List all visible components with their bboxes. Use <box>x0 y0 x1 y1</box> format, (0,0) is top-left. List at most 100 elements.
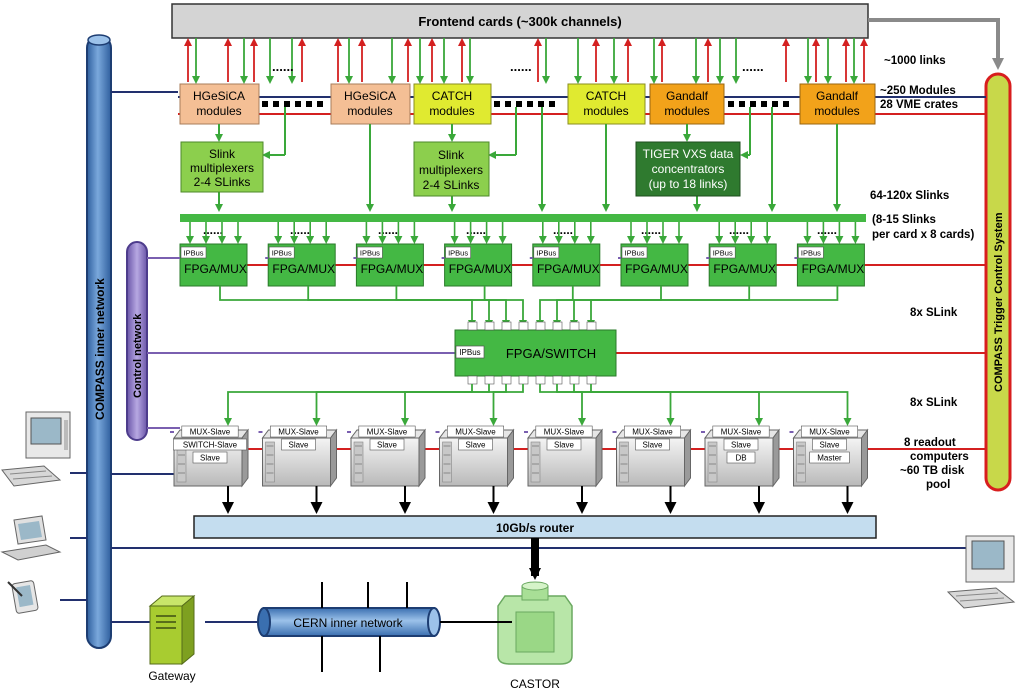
server-tag: Slave <box>288 441 309 450</box>
switch-server-link <box>539 384 586 426</box>
server-tag: Slave <box>642 441 663 450</box>
tiger-vxs-concentrator: TIGER VXS data concentrators (up to 18 l… <box>635 141 741 197</box>
bus-dots-8: ...... <box>817 223 837 237</box>
per-card-annotation-1: (8-15 Slinks <box>872 214 936 226</box>
mux-label: FPGA/MUX <box>625 262 688 276</box>
mux-label: FPGA/MUX <box>713 262 776 276</box>
concentrator-label: 2-4 SLinks <box>423 178 480 192</box>
inner-network-pipe: COMPASS inner network <box>86 34 112 649</box>
slink-annotation-2: 8x SLink <box>910 397 958 409</box>
bus-dots-2: ...... <box>290 223 310 237</box>
switch-port <box>467 321 478 331</box>
readout-annotation-1: 8 readout <box>904 437 956 449</box>
module-label: modules <box>347 104 392 118</box>
mux-ipbus-label: IPBus <box>713 249 733 258</box>
castor-storage: CASTOR <box>497 581 573 691</box>
bus-to-mux-links <box>186 222 860 244</box>
server-tag: Slave <box>731 441 752 450</box>
slink-annotation-1: 8x SLink <box>910 307 958 319</box>
server-tag: MUX-Slave <box>721 428 762 437</box>
gateway-tower: Gateway <box>148 594 196 683</box>
mux-ipbus-label: IPBus <box>448 249 468 258</box>
concentrator-label: concentrators <box>652 162 725 176</box>
dots-3: ...... <box>742 59 764 74</box>
fpga-mux-cards: IPBusFPGA/MUXIPBusFPGA/MUXIPBusFPGA/MUXI… <box>177 243 865 287</box>
switch-port <box>484 375 495 385</box>
concentrator-label: 2-4 SLinks <box>194 175 251 189</box>
bus-dots-1: ...... <box>203 223 223 237</box>
server-tag: Slave <box>465 441 486 450</box>
switch-port <box>518 375 529 385</box>
server-tag: MUX-Slave <box>455 428 496 437</box>
mux-label: FPGA/MUX <box>361 262 424 276</box>
server-tag: MUX-Slave <box>278 428 319 437</box>
switch-label: FPGA/SWITCH <box>506 346 596 361</box>
frontend-module-links <box>184 38 868 84</box>
mux-label: FPGA/MUX <box>802 262 865 276</box>
per-card-annotation-2: per card x 8 cards) <box>872 229 974 241</box>
slink-multiplexer-2: Slink multiplexers 2-4 SLinks <box>413 141 490 197</box>
switch-port <box>569 321 580 331</box>
concentrator-label: Slink <box>209 147 236 161</box>
trigger-feed-arrow <box>868 18 1004 70</box>
mux-switch-link <box>395 286 510 328</box>
mux-ipbus-label: IPBus <box>360 249 380 258</box>
mux-label: FPGA/MUX <box>272 262 335 276</box>
readout-annotation-3: ~60 TB disk <box>900 465 965 477</box>
mux-ipbus-label: IPBus <box>536 249 556 258</box>
module-label: modules <box>196 104 241 118</box>
module-label: HGeSiCA <box>193 89 245 103</box>
switch-server-link <box>401 384 507 426</box>
switch-port <box>501 321 512 331</box>
switch-server-links <box>224 384 852 426</box>
frontend-cards: Frontend cards (~300k channels) <box>171 3 869 39</box>
switch-port <box>552 321 563 331</box>
concentrator-label: Slink <box>438 148 465 162</box>
switch-port <box>586 375 597 385</box>
server-tag: MUX-Slave <box>632 428 673 437</box>
server-tag: Slave <box>819 441 840 450</box>
control-network-label: Control network <box>132 313 144 398</box>
readout-annotation-4: pool <box>926 479 950 491</box>
module-label: modules <box>664 104 709 118</box>
frontend-label: Frontend cards (~300k channels) <box>418 14 621 29</box>
router-label: 10Gb/s router <box>496 521 574 535</box>
module-gandalf-1: Gandalf modules <box>649 83 725 125</box>
bus-dots-3: ...... <box>378 223 398 237</box>
inner-network-label: COMPASS inner network <box>93 278 107 420</box>
mux-label: FPGA/MUX <box>449 262 512 276</box>
mux-switch-link <box>307 286 493 328</box>
router: 10Gb/s router <box>193 515 877 539</box>
trigger-control-pipe: COMPASS Trigger Control System <box>984 72 1012 492</box>
modules-annotation-1: ~250 Modules <box>880 85 956 97</box>
trigger-control-label: COMPASS Trigger Control System <box>993 212 1005 392</box>
slink-bus-bar <box>180 214 866 222</box>
server-tag: MUX-Slave <box>367 428 408 437</box>
readout-servers: MUX-SlaveSWITCH-SlaveSlaveMUX-SlaveSlave… <box>170 425 869 488</box>
server-tag: Slave <box>200 454 221 463</box>
server-tag: MUX-Slave <box>544 428 585 437</box>
module-hgesica-2: HGeSiCA modules <box>330 83 411 125</box>
concentrator-label: multiplexers <box>190 161 254 175</box>
dots-1: ...... <box>272 59 294 74</box>
cern-label: CERN inner network <box>293 616 403 630</box>
module-gandalf-2: Gandalf modules <box>799 83 876 125</box>
switch-port <box>501 375 512 385</box>
mux-ipbus-label: IPBus <box>272 249 292 258</box>
gateway-label: Gateway <box>148 669 195 683</box>
switch-server-link <box>312 384 490 426</box>
switch-server-link <box>590 384 852 426</box>
switch-port <box>467 375 478 385</box>
modules-annotation-2: 28 VME crates <box>880 99 958 111</box>
module-label: Gandalf <box>666 89 709 103</box>
